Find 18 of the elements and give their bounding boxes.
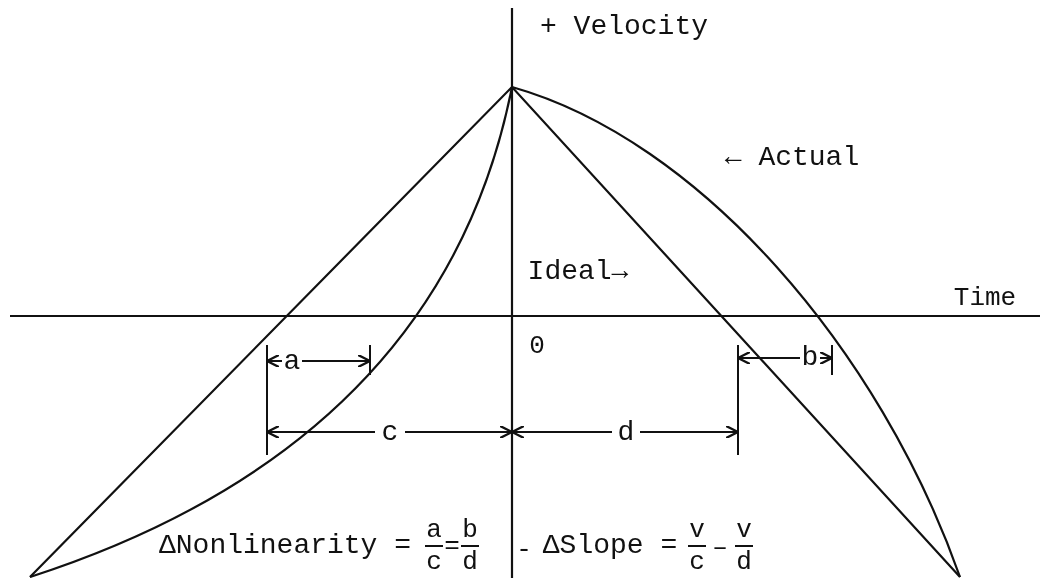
formula-text: ΔSlope = (542, 532, 678, 560)
fraction-numerator: b (462, 517, 478, 543)
fraction-numerator: v (736, 517, 752, 543)
formula-text: ΔNonlinearity = (159, 532, 411, 560)
curve-label: Ideal→ (527, 258, 629, 286)
axis-label: Time (953, 285, 1017, 311)
fraction-numerator: a (426, 517, 442, 543)
fraction-denominator: d (462, 549, 478, 575)
fraction-denominator: c (689, 549, 705, 575)
axis-label: + Velocity (540, 13, 708, 41)
curve-label: ← Actual (724, 144, 860, 172)
formula-text: - (516, 537, 532, 563)
fraction-numerator: v (689, 517, 705, 543)
formula-text: – (712, 535, 728, 561)
formula-text: = (444, 533, 460, 559)
fraction-denominator: c (426, 549, 442, 575)
fraction-denominator: d (736, 549, 752, 575)
origin-label: 0 (529, 333, 545, 359)
